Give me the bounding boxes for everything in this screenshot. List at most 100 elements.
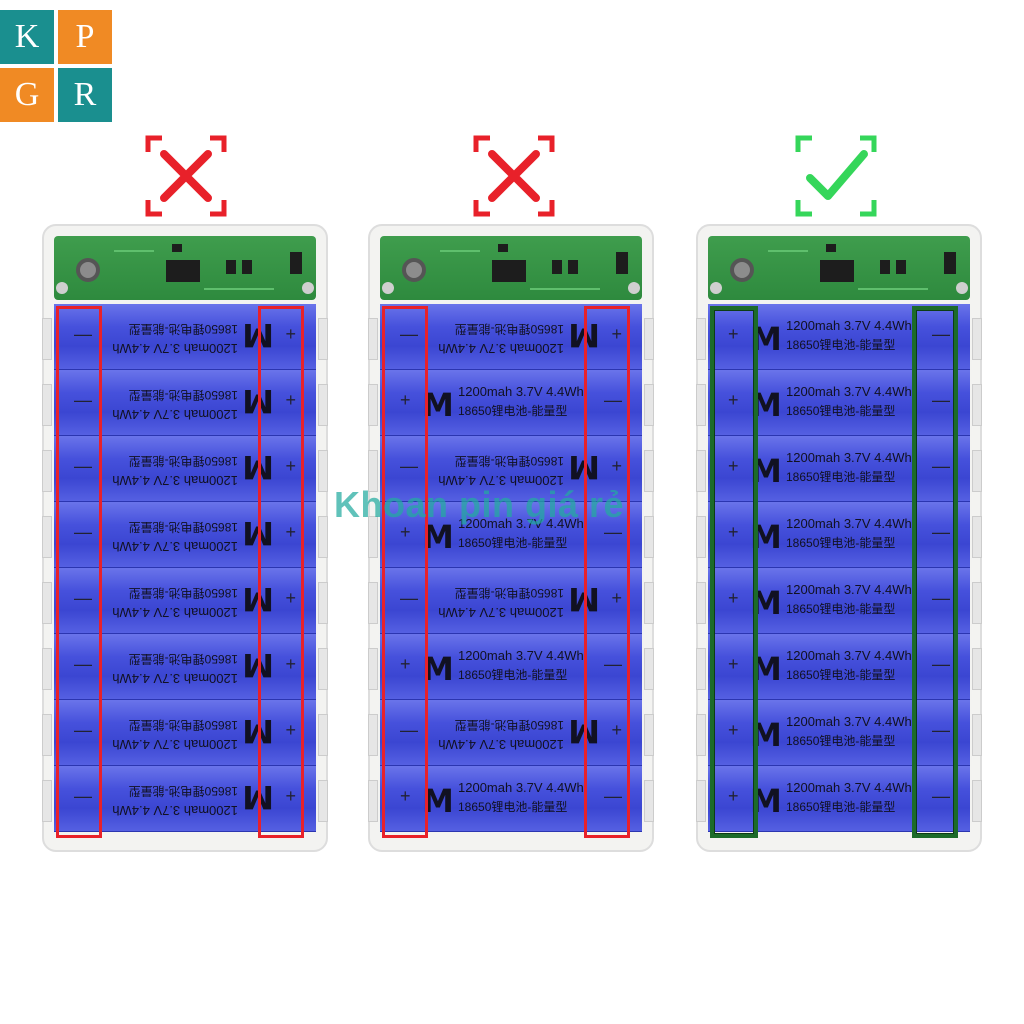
positive-terminal-label: + (611, 588, 622, 608)
capacity-text: 1200mah 3.7V 4.4Wh (786, 780, 912, 795)
positive-terminal-label: + (400, 654, 411, 674)
holder-clip (318, 648, 328, 690)
holder-clip (644, 450, 654, 492)
check-icon (795, 135, 877, 217)
type-text: 18650锂电池-能量型 (786, 602, 896, 616)
positive-terminal-label: + (728, 390, 739, 410)
type-text: 18650锂电池-能量型 (454, 586, 564, 600)
holder-clip (318, 582, 328, 624)
trace (858, 288, 928, 290)
holder-clip (318, 450, 328, 492)
negative-terminal-label: — (932, 324, 950, 344)
type-text: 18650锂电池-能量型 (786, 734, 896, 748)
capacity-text: 1200mah 3.7V 4.4Wh (112, 473, 238, 488)
trace (204, 288, 274, 290)
negative-terminal-label: — (74, 720, 92, 740)
holder-clip (972, 714, 982, 756)
holder-clip (42, 384, 52, 426)
negative-terminal-label: — (932, 720, 950, 740)
negative-terminal-label: — (932, 786, 950, 806)
type-text: 18650锂电池-能量型 (128, 388, 238, 402)
holder-clip (696, 318, 706, 360)
negative-terminal-label: — (604, 390, 622, 410)
terminal-outline-correct (912, 306, 958, 838)
positive-terminal-label: + (285, 720, 296, 740)
holder-clip (972, 450, 982, 492)
component-icon (498, 244, 508, 252)
logo-letter: K (14, 18, 40, 55)
holder-clip (42, 714, 52, 756)
ic-chip-icon (166, 260, 200, 282)
component-icon (568, 260, 578, 274)
holder-clip (644, 714, 654, 756)
inductor-icon (402, 258, 426, 282)
positive-terminal-label: + (611, 324, 622, 344)
holder-clip (644, 384, 654, 426)
circuit-board (708, 236, 970, 300)
positive-terminal-label: + (611, 720, 622, 740)
capacity-text: 1200mah 3.7V 4.4Wh (786, 648, 912, 663)
trace (440, 250, 480, 252)
negative-terminal-label: — (400, 456, 418, 476)
capacity-text: 1200mah 3.7V 4.4Wh (112, 341, 238, 356)
holder-clip (368, 450, 378, 492)
inductor-icon (730, 258, 754, 282)
type-text: 18650锂电池-能量型 (454, 322, 564, 336)
negative-terminal-label: — (400, 720, 418, 740)
negative-terminal-label: — (74, 456, 92, 476)
cross-icon (473, 135, 555, 217)
positive-terminal-label: + (400, 522, 411, 542)
type-text: 18650锂电池-能量型 (458, 536, 568, 550)
holder-clip (696, 384, 706, 426)
type-text: 18650锂电池-能量型 (128, 586, 238, 600)
solder-pad-icon (302, 282, 314, 294)
negative-terminal-label: — (74, 522, 92, 542)
terminal-outline-wrong (382, 306, 428, 838)
holder-clip (696, 450, 706, 492)
holder-clip (318, 384, 328, 426)
negative-terminal-label: — (932, 522, 950, 542)
capacity-text: 1200mah 3.7V 4.4Wh (458, 780, 584, 795)
holder-clip (368, 582, 378, 624)
capacity-text: 1200mah 3.7V 4.4Wh (438, 737, 564, 752)
kpgr-logo: K P G R (0, 10, 114, 124)
component-icon (226, 260, 236, 274)
capacity-text: 1200mah 3.7V 4.4Wh (786, 714, 912, 729)
logo-cell-g: G (0, 68, 54, 122)
negative-terminal-label: — (74, 786, 92, 806)
holder-clip (972, 318, 982, 360)
watermark-text: Khoan pin giá rẻ (334, 484, 625, 525)
positive-terminal-label: + (728, 522, 739, 542)
negative-terminal-label: — (932, 390, 950, 410)
positive-terminal-label: + (285, 588, 296, 608)
holder-clip (644, 648, 654, 690)
holder-clip (644, 516, 654, 558)
holder-clip (42, 780, 52, 822)
holder-clip (972, 384, 982, 426)
holder-clip (644, 582, 654, 624)
terminal-outline-wrong (258, 306, 304, 838)
negative-terminal-label: — (604, 654, 622, 674)
holder-clip (42, 582, 52, 624)
solder-pad-icon (56, 282, 68, 294)
holder-clip (368, 648, 378, 690)
type-text: 18650锂电池-能量型 (458, 668, 568, 682)
